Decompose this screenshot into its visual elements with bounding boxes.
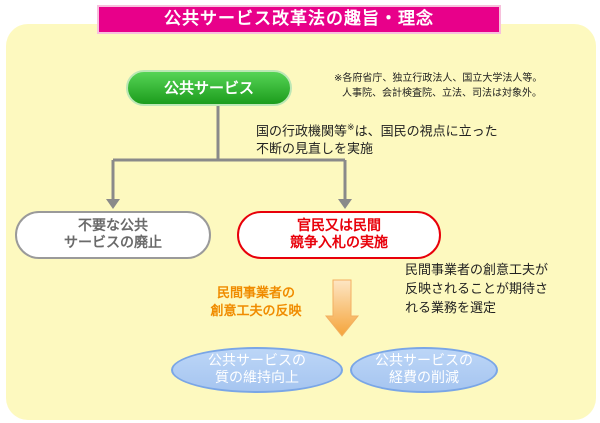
bid-line2: 競争入札の実施 [290, 235, 388, 251]
orange-down-arrow [324, 279, 360, 337]
public-service-node: 公共サービス [126, 70, 292, 106]
target-note-line1: ※各府省庁、独立行政法人、国立大学法人等。 [334, 73, 543, 84]
cost-node: 公共サービスの 経費の削減 [350, 347, 498, 393]
abolish-line2: サービスの廃止 [64, 235, 162, 251]
page-title: 公共サービス改革法の趣旨・理念 [97, 5, 501, 34]
quality-line1: 公共サービスの [208, 352, 306, 369]
competitive-bid-node: 官民又は民間 競争入札の実施 [237, 211, 441, 259]
review-note-line2: 不断の見直しを実施 [256, 142, 374, 158]
creativity-line2: 創意工夫の反映 [210, 304, 302, 319]
quality-line2: 質の維持向上 [215, 370, 299, 386]
selection-note-line1: 民間事業者の創意工夫が [405, 263, 549, 278]
bid-line1: 官民又は民間 [297, 217, 381, 234]
target-note: ※各府省庁、独立行政法人、国立大学法人等。 人事院、会計検査院、立法、司法は対象… [334, 71, 542, 101]
review-note-suffix: は、国民の視点に立った [354, 124, 498, 140]
creativity-line1: 民間事業者の [216, 286, 295, 301]
selection-note: 民間事業者の創意工夫が 反映されることが期待さ れる業務を選定 [405, 261, 548, 318]
cost-line2: 経費の削減 [389, 370, 459, 386]
arrowhead-right [338, 199, 352, 209]
review-note-mark: ※ [347, 123, 355, 133]
arrowhead-left [106, 199, 120, 209]
selection-note-line2: 反映されることが期待さ [405, 282, 549, 297]
target-note-line2: 人事院、会計検査院、立法、司法は対象外。 [342, 88, 542, 99]
creativity-label: 民間事業者の 創意工夫の反映 [196, 285, 316, 321]
abolish-node: 不要な公共 サービスの廃止 [15, 211, 211, 259]
quality-node: 公共サービスの 質の維持向上 [171, 347, 343, 393]
review-note-prefix: 国の行政機関等 [256, 124, 348, 140]
review-note: 国の行政機関等※は、国民の視点に立った 不断の見直しを実施 [256, 119, 498, 159]
cost-line1: 公共サービスの [375, 352, 473, 369]
abolish-line1: 不要な公共 [78, 217, 148, 234]
selection-note-line3: れる業務を選定 [405, 301, 497, 316]
public-service-label: 公共サービス [163, 78, 254, 97]
